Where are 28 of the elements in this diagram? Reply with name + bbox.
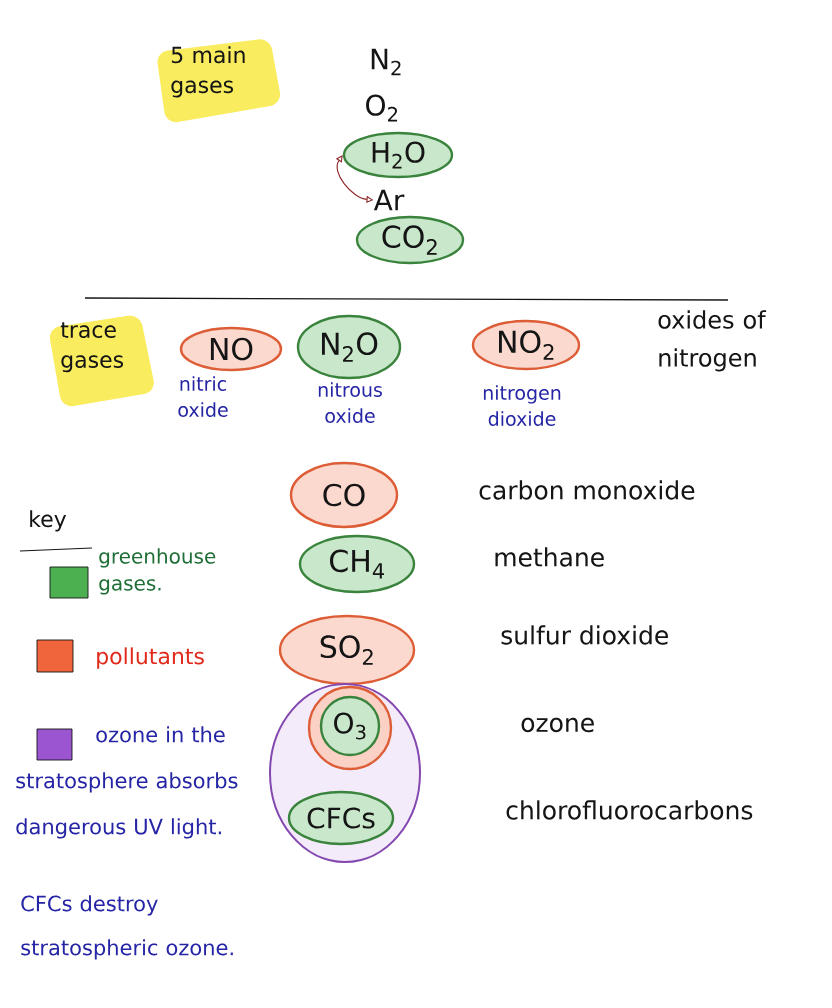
gas-name: chlorofluorocarbons (506, 800, 753, 820)
circled-formula: CFCs (287, 790, 395, 846)
note-text: CFCs destroy stratospheric ozone. (21, 895, 233, 960)
legend-text: greenhouse gases. (99, 548, 216, 595)
circled-formula: O$_{3}$ (319, 695, 381, 757)
legend-text: pollutants (97, 647, 204, 669)
circled-formula: SO$_{2}$ (278, 614, 416, 686)
legend-text: ozone in the stratosphere absorbs dangerous UV light. (16, 726, 238, 839)
gas-name: nitrous oxide (318, 382, 382, 423)
circled-formula: CO$_{2}$ (355, 215, 465, 265)
gas-name: carbon monoxide (479, 480, 695, 500)
circled-formula: CO (289, 461, 399, 529)
highlighted-heading: 5 main gases (157, 39, 281, 123)
gas-name: nitric oxide (178, 376, 228, 417)
gas-name: sulfur dioxide (501, 625, 668, 645)
gas-name: nitrogen dioxide (483, 385, 561, 426)
formula-text: N$_{2}$ (371, 48, 401, 76)
gas-name: ozone (521, 717, 594, 733)
formula-text: Ar (373, 189, 405, 211)
circled-formula: H$_{2}$O (342, 131, 454, 179)
note-text: oxides of nitrogen (658, 310, 767, 372)
gas-name: methane (495, 547, 604, 567)
circled-formula: NO (179, 326, 283, 372)
circled-formula: NO$_{2}$ (471, 319, 581, 371)
key-heading: key (19, 510, 93, 552)
highlighted-heading: trace gases (49, 315, 154, 407)
circled-formula: N$_{2}$O (296, 314, 402, 380)
circled-formula: CH$_{4}$ (298, 534, 416, 594)
